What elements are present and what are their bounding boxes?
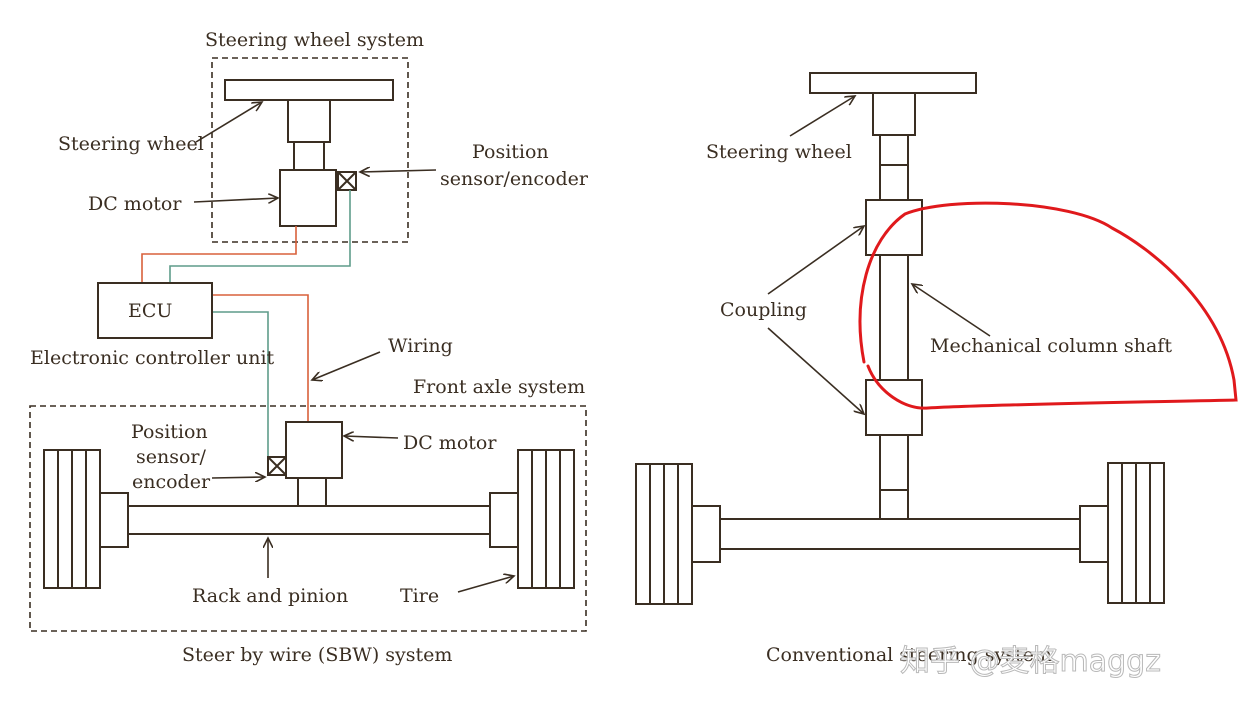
sbw-left-hub xyxy=(99,492,129,548)
sbw-bottom-dc-motor xyxy=(285,421,343,479)
coupling-lower-arrow xyxy=(767,327,864,414)
wire-bottom-signal xyxy=(212,311,269,456)
sbw-bottom-position-sensor xyxy=(267,456,287,476)
conv-steering-wheel xyxy=(809,72,977,94)
sbw-steering-hub xyxy=(287,99,331,143)
sbw-top-dc-motor-arrow xyxy=(193,198,278,202)
conventional-diagram: Steering wheel Coupling Mechanical colum… xyxy=(635,72,1172,666)
rack-and-pinion-label: Rack and pinion xyxy=(192,585,348,607)
conv-right-tire xyxy=(1107,462,1165,604)
sbw-bottom-sensor-label-line2: sensor/ xyxy=(136,446,207,468)
conv-axle xyxy=(719,518,1081,550)
front-axle-system-label: Front axle system xyxy=(413,376,585,398)
coupling-label: Coupling xyxy=(720,299,807,321)
sbw-bottom-dc-motor-label: DC motor xyxy=(403,432,497,454)
sbw-steering-shaft xyxy=(293,141,325,171)
ecu-label: ECU xyxy=(128,300,172,322)
conv-lower-shaft xyxy=(879,434,909,520)
sbw-rack xyxy=(127,505,491,535)
red-hand-drawn-annotation xyxy=(858,201,1238,410)
conv-column-shaft xyxy=(879,254,909,381)
conv-upper-coupling xyxy=(865,199,923,256)
conv-right-hub xyxy=(1079,505,1109,563)
sbw-left-tire xyxy=(43,449,101,589)
sbw-top-sensor-label-line2: sensor/encoder xyxy=(440,168,589,190)
steering-wheel-system-label: Steering wheel system xyxy=(205,29,424,51)
sbw-right-tire xyxy=(517,449,575,589)
ecu-box xyxy=(97,282,213,339)
sbw-top-sensor-arrow xyxy=(360,170,437,172)
conv-steering-hub xyxy=(872,92,916,136)
conv-steering-wheel-arrow xyxy=(789,96,855,137)
sbw-top-dc-motor-label: DC motor xyxy=(88,193,182,215)
wire-top-signal xyxy=(169,190,351,283)
sbw-steering-wheel-arrow xyxy=(195,102,262,143)
sbw-caption: Steer by wire (SBW) system xyxy=(182,644,452,666)
wiring-arrow xyxy=(312,351,381,380)
mechanical-column-shaft-label: Mechanical column shaft xyxy=(930,335,1172,357)
sbw-steering-wheel xyxy=(224,79,394,101)
conv-steering-wheel-label: Steering wheel xyxy=(706,141,852,163)
sbw-bottom-sensor-label-line3: encoder xyxy=(132,471,211,493)
sbw-right-hub xyxy=(489,492,519,548)
sbw-steering-wheel-label: Steering wheel xyxy=(58,133,204,155)
conv-left-tire xyxy=(635,463,693,605)
coupling-upper-arrow xyxy=(767,226,864,295)
sbw-diagram: Steering wheel system Steering wheel DC … xyxy=(29,29,589,666)
sbw-pinion-shaft xyxy=(297,477,327,507)
sbw-top-dc-motor xyxy=(279,169,337,227)
wire-top-power xyxy=(141,226,297,283)
conv-upper-shaft xyxy=(879,134,909,201)
wire-bottom-power xyxy=(212,294,309,422)
sbw-bottom-sensor-label-line1: Position xyxy=(131,421,208,443)
mechanical-column-shaft-arrow xyxy=(912,284,991,337)
conv-left-hub xyxy=(691,505,721,563)
tire-arrow xyxy=(457,576,514,593)
sbw-bottom-sensor-arrow xyxy=(211,477,265,478)
tire-label: Tire xyxy=(400,585,439,607)
sbw-top-position-sensor xyxy=(337,171,357,191)
watermark-text: 知乎 @麦格maggz xyxy=(900,644,1161,679)
wiring-label: Wiring xyxy=(388,335,453,357)
sbw-bottom-dc-motor-arrow xyxy=(344,436,399,438)
conventional-caption: Conventional steering system xyxy=(766,644,1052,666)
ecu-full-label: Electronic controller unit xyxy=(30,347,275,369)
sbw-top-sensor-label-line1: Position xyxy=(472,141,549,163)
